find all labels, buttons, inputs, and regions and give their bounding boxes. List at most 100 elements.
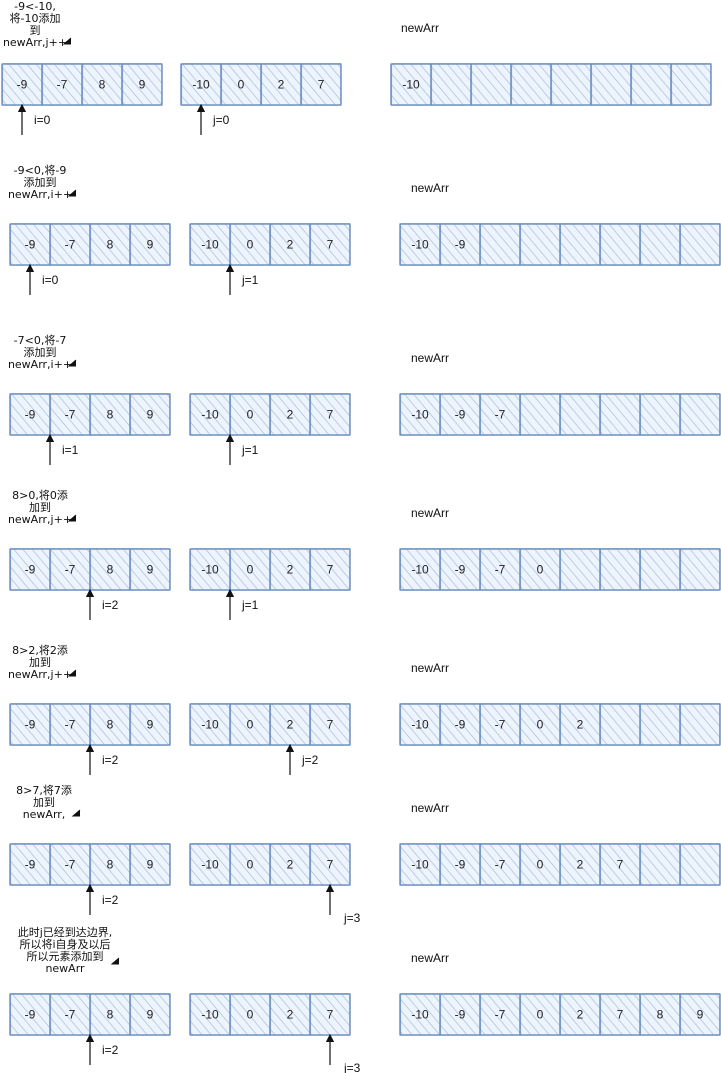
right-array-cell (309, 223, 351, 266)
result-array-cell-value: 7 (617, 1008, 624, 1022)
result-array-cell (679, 548, 721, 591)
step-note-line: 将-10添加 (10, 11, 61, 25)
left-array-cell (129, 548, 171, 591)
i-pointer-label: i=2 (102, 598, 119, 612)
right-array-cell-value: -10 (201, 563, 219, 577)
result-array-cell-value: -9 (455, 238, 466, 252)
right-array-cell-value: 2 (287, 1008, 294, 1022)
result-array-title: newArr (411, 506, 449, 520)
result-array-cell-value: 0 (537, 858, 544, 872)
step-note-line: -9<0,将-9 (14, 164, 67, 177)
j-pointer-label: j=1 (241, 273, 259, 287)
right-array-cell (300, 63, 342, 106)
result-array-cell-value: -10 (411, 563, 429, 577)
result-array-cell-value: -10 (411, 408, 429, 422)
left-array-cell-value: -7 (57, 78, 68, 92)
left-array-cell-sketch (130, 393, 170, 436)
result-array-cell-sketch (680, 993, 720, 1036)
i-pointer-label: i=0 (42, 273, 59, 287)
result-array-cell-value: 2 (577, 718, 584, 732)
left-array-cell-value: -7 (65, 408, 76, 422)
left-array-cell-value: -9 (25, 238, 36, 252)
step-note-line: newArr,j++ (8, 513, 72, 526)
right-array-cell-value: 0 (247, 718, 254, 732)
right-array-cell-value: 2 (287, 858, 294, 872)
result-array-cell (679, 993, 721, 1036)
i-pointer-label: i=1 (62, 443, 79, 457)
result-array-cell (679, 703, 721, 746)
left-array-cell-value: -9 (25, 563, 36, 577)
right-array-cell (309, 393, 351, 436)
left-array-cell-value: 8 (107, 238, 114, 252)
result-array-cell-value: -9 (455, 563, 466, 577)
step-note-line: newArr,j++ (3, 36, 67, 49)
left-array-cell-value: -7 (65, 718, 76, 732)
left-array-cell-value: -9 (25, 718, 36, 732)
i-pointer-label: i=2 (102, 1043, 119, 1057)
left-array-cell (121, 63, 163, 106)
note-pointer-icon (67, 189, 77, 197)
result-array-cell-sketch (671, 63, 711, 106)
right-array-cell-value: 7 (327, 858, 334, 872)
right-array-cell-value: 0 (247, 1008, 254, 1022)
result-array-cell-value: -7 (495, 1008, 506, 1022)
result-array-cell-value: 2 (577, 858, 584, 872)
j-pointer-label: j=1 (241, 443, 259, 457)
right-array-cell-value: -10 (201, 858, 219, 872)
step-note-line: 加到 (33, 796, 55, 809)
result-array-cell-value: -7 (495, 563, 506, 577)
step-note-line: 所以将i自身及以后 (19, 937, 110, 951)
left-array-cell-value: 9 (147, 858, 154, 872)
right-array-cell-sketch (310, 223, 350, 266)
left-array-cell-value: 9 (147, 1008, 154, 1022)
step-note-line: newArr,i++ (8, 358, 72, 371)
note-pointer-icon (67, 514, 77, 522)
left-array-cell-value: 9 (147, 718, 154, 732)
result-array-cell-value: -7 (495, 718, 506, 732)
left-array-cell (129, 993, 171, 1036)
result-array-cell (670, 63, 712, 106)
left-array-cell-value: 8 (107, 858, 114, 872)
result-array-title: newArr (411, 181, 449, 195)
note-pointer-icon (67, 669, 77, 677)
left-array-cell-sketch (130, 223, 170, 266)
step-note-line: 到 (30, 24, 41, 37)
left-array-cell-sketch (130, 993, 170, 1036)
result-array-title: newArr (411, 801, 449, 815)
result-array-cell (679, 223, 721, 266)
left-array-cell-sketch (130, 703, 170, 746)
left-array-cell-value: 8 (107, 563, 114, 577)
result-array-cell-value: 8 (657, 1008, 664, 1022)
right-array-cell-value: 2 (287, 563, 294, 577)
j-pointer-label: j=0 (212, 113, 230, 127)
right-array-cell-value: 7 (327, 718, 334, 732)
step-note-line: 8>0,将0添 (12, 488, 68, 502)
right-array-cell-value: 7 (327, 1008, 334, 1022)
i-pointer-label: i=2 (102, 893, 119, 907)
result-array-cell-value: -10 (411, 718, 429, 732)
j-pointer-label: j=3 (343, 1061, 361, 1073)
step-note-line: newArr (45, 962, 85, 975)
left-array-cell-value: 8 (99, 78, 106, 92)
result-array-cell-value: -9 (455, 858, 466, 872)
i-pointer-label: i=2 (102, 753, 119, 767)
left-array-cell (129, 843, 171, 886)
right-array-cell-value: 7 (327, 408, 334, 422)
result-array-cell-sketch (680, 703, 720, 746)
result-array-cell-sketch (680, 548, 720, 591)
result-array-cell-sketch (680, 393, 720, 436)
result-array-cell-value: 0 (537, 563, 544, 577)
result-array-cell-value: 9 (697, 1008, 704, 1022)
step-note-line: newArr,j++ (8, 668, 72, 681)
left-array-cell-value: 8 (107, 408, 114, 422)
left-array-cell-value: -9 (25, 408, 36, 422)
right-array-cell-sketch (310, 393, 350, 436)
note-pointer-icon (110, 957, 120, 965)
result-array-cell (679, 393, 721, 436)
right-array-cell-value: 2 (287, 718, 294, 732)
right-array-cell-value: -10 (192, 78, 210, 92)
